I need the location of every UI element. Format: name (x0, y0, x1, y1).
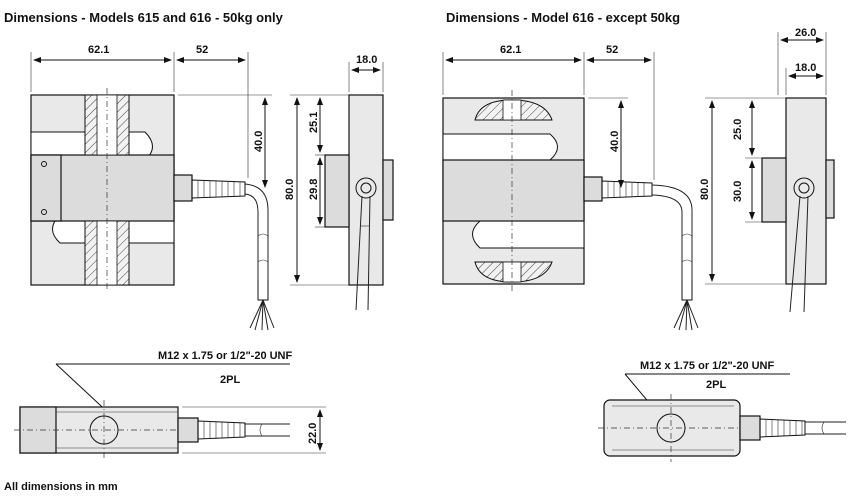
left-bottom-cable (245, 423, 290, 437)
left-bottom-view: M12 x 1.75 or 1/2"-20 UNF 2PL 22.0 (14, 350, 326, 460)
right-cable-gland (583, 176, 603, 202)
left-thread-count: 2PL (220, 374, 240, 386)
right-dim-cable: 52 (606, 44, 618, 56)
right-bottom-strain-relief (759, 418, 806, 438)
right-bottom-view: M12 x 1.75 or 1/2"-20 UNF 2PL (598, 360, 846, 462)
left-front-view: 62.1 52 40.0 (30, 44, 275, 331)
left-cable (244, 183, 269, 280)
right-title: Dimensions - Model 616 - except 50kg (446, 10, 681, 25)
left-dim-side-depth: 18.0 (356, 54, 377, 66)
right-centre-plate (442, 159, 585, 222)
left-bottom-end (19, 406, 57, 454)
left-dim-cable: 52 (196, 44, 208, 56)
left-dim-height: 80.0 (284, 179, 296, 200)
right-side-cable (789, 195, 809, 313)
left-thread-label: M12 x 1.75 or 1/2"-20 UNF (158, 350, 292, 362)
right-thread-count: 2PL (706, 379, 726, 391)
right-dim-mid: 30.0 (732, 181, 744, 202)
right-dim-upper: 25.0 (732, 119, 744, 140)
left-dim-width: 62.1 (88, 44, 109, 56)
left-title: Dimensions - Models 615 and 616 - 50kg o… (4, 10, 283, 25)
right-cable (651, 184, 693, 280)
right-side-boss (825, 159, 835, 219)
left-dim-cable-height: 40.0 (253, 131, 265, 152)
right-dim-side-depth: 18.0 (795, 62, 816, 74)
left-strain-relief (191, 179, 246, 199)
left-bottom-gland (177, 417, 199, 443)
left-screw-bottom (41, 209, 47, 215)
footer-note: All dimensions in mm (4, 481, 118, 493)
right-dim-height: 80.0 (699, 179, 711, 200)
right-strain-relief (601, 180, 653, 199)
right-dim-width: 62.1 (500, 44, 521, 56)
left-dim-bottom-height: 22.0 (307, 423, 319, 444)
left-dim-mid: 29.8 (308, 179, 320, 200)
right-wire-ends (673, 280, 699, 331)
right-thread-label: M12 x 1.75 or 1/2"-20 UNF (640, 360, 774, 372)
right-dim-outer-depth: 26.0 (795, 27, 816, 39)
right-side-plate (761, 157, 787, 223)
left-wire-ends (249, 280, 275, 331)
right-front-view: 62.1 52 40.0 (442, 44, 699, 331)
left-dim-upper: 25.1 (308, 112, 320, 133)
left-side-body (348, 94, 384, 286)
left-cable-gland (173, 174, 193, 202)
left-bottom-strain-relief (197, 420, 246, 440)
left-side-boss (382, 159, 394, 221)
right-side-gland-nut (793, 177, 815, 199)
left-side-plate (324, 154, 350, 228)
left-side-gland-nut (355, 177, 377, 199)
left-side-cable (355, 195, 371, 311)
left-side-view: 18.0 80.0 25.1 29.8 (284, 54, 394, 311)
right-dim-cable-height: 40.0 (609, 131, 621, 152)
left-screw-top (41, 161, 47, 167)
right-upper-slot (442, 133, 558, 161)
right-bottom-gland (739, 415, 761, 441)
right-lower-slot (472, 220, 585, 249)
right-bottom-cable (805, 421, 846, 435)
right-side-view: 26.0 18.0 80.0 25.0 30.0 (699, 27, 835, 313)
